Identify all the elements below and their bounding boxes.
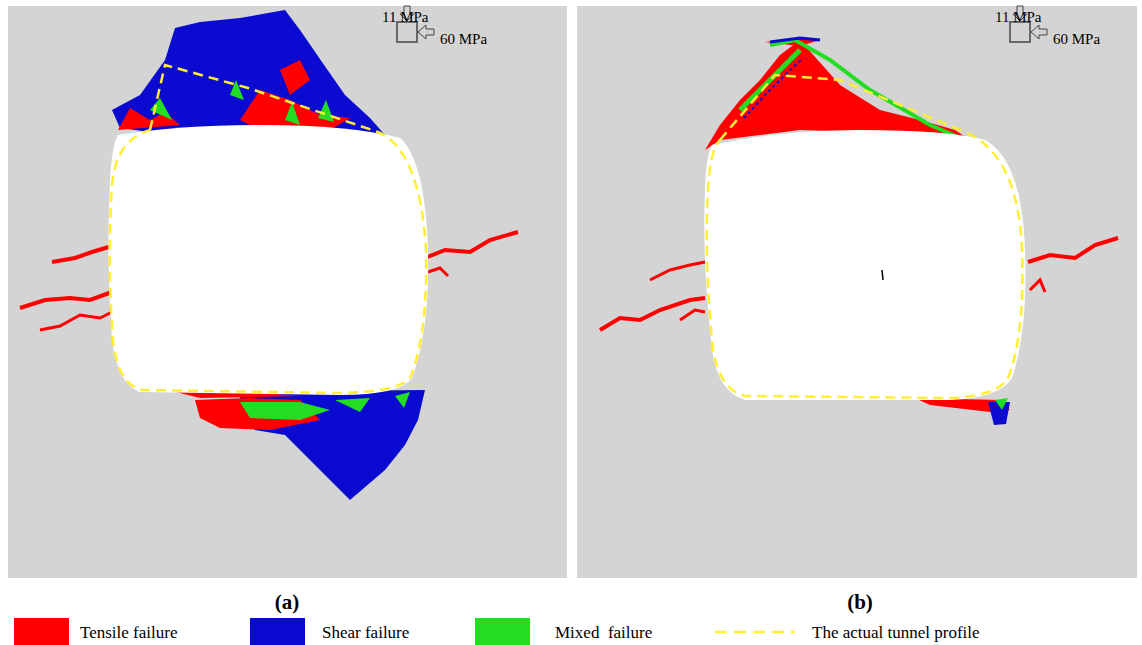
panel-label: (b) — [847, 592, 873, 613]
legend-text: Mixed failure — [555, 624, 652, 641]
stress-label: 11 MPa — [995, 10, 1042, 25]
legend-text: Shear failure — [322, 624, 409, 641]
stress-label: 60 MPa — [440, 32, 487, 47]
profile-line-sample — [715, 631, 795, 634]
panel-a — [8, 6, 567, 578]
stress-label: 11 MPa — [382, 10, 429, 25]
stress-label: 60 MPa — [1053, 32, 1100, 47]
legend-swatch — [250, 618, 305, 645]
panel-b — [577, 6, 1137, 578]
legend-text: The actual tunnel profile — [812, 624, 980, 641]
legend-swatch — [475, 618, 530, 645]
legend-swatch — [14, 618, 69, 645]
legend-text: Tensile failure — [80, 624, 177, 641]
panel-label: (a) — [275, 592, 300, 613]
